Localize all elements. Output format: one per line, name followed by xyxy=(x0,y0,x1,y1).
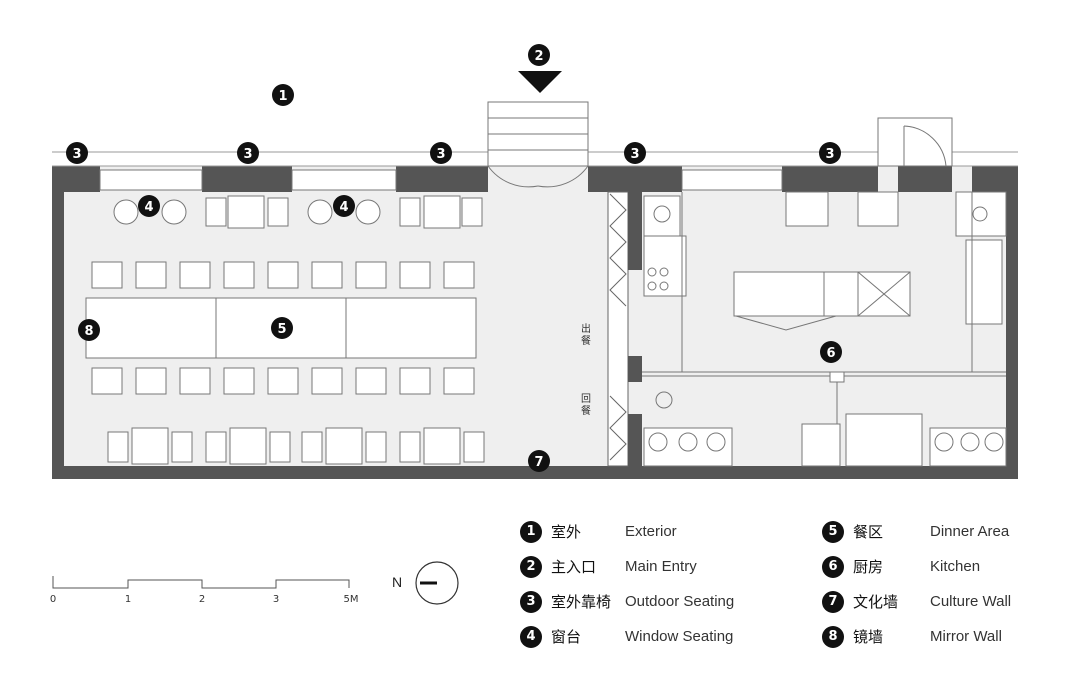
legend-en: Outdoor Seating xyxy=(625,593,735,610)
kitchen-fixtures xyxy=(642,191,1007,467)
badge-exterior: 1 xyxy=(272,84,294,106)
scale-tick-label: 1 xyxy=(125,594,131,605)
legend-number: 2 xyxy=(520,555,542,578)
svg-text:2: 2 xyxy=(534,49,543,64)
badge-window-1: 4 xyxy=(138,195,160,217)
legend-en: Mirror Wall xyxy=(930,628,1002,645)
legend-zh: 窗台 xyxy=(551,628,582,646)
legend-en: Dinner Area xyxy=(930,523,1010,540)
legend-en: Kitchen xyxy=(930,558,981,575)
north-label: N xyxy=(392,574,403,590)
west-wall xyxy=(52,166,64,479)
svg-text:3: 3 xyxy=(243,147,252,162)
badge-outdoor-1: 3 xyxy=(66,142,88,164)
legend-number: 7 xyxy=(822,590,844,613)
legend-number: 5 xyxy=(822,520,844,543)
kitchen-back-door xyxy=(877,117,953,167)
entry-steps xyxy=(487,101,589,167)
partition-wall xyxy=(607,191,642,467)
legend-item-exterior: 1 室外 Exterior xyxy=(520,514,734,549)
pass-out-label: 出餐 xyxy=(581,322,591,347)
legend-zh: 文化墙 xyxy=(853,593,899,611)
scale-tick-label: 0 xyxy=(50,594,56,605)
entry-arrow-icon xyxy=(518,71,562,93)
entry-doors xyxy=(487,165,589,188)
svg-text:3: 3 xyxy=(436,147,445,162)
scale-tick-label: 3 xyxy=(273,594,279,605)
legend-en: Main Entry xyxy=(625,558,697,575)
legend-item-culture-wall: 7 文化墙 Culture Wall xyxy=(822,584,1011,619)
floor-plan: 出餐 回餐 1 2 3 3 3 3 3 4 4 5 6 7 8 xyxy=(52,44,1018,479)
legend-item-dinner-area: 5 餐区 Dinner Area xyxy=(822,514,1011,549)
legend-zh: 主入口 xyxy=(551,558,597,576)
badge-mirror-wall: 8 xyxy=(78,319,100,341)
badge-outdoor-3: 3 xyxy=(430,142,452,164)
scale-tick-label: 2 xyxy=(199,594,205,605)
legend-item-mirror-wall: 8 镜墙 Mirror Wall xyxy=(822,619,1011,654)
badge-outdoor-2: 3 xyxy=(237,142,259,164)
badge-dining: 5 xyxy=(271,317,293,339)
legend-number: 4 xyxy=(520,625,542,648)
legend-right: 5 餐区 Dinner Area 6 厨房 Kitchen 7 文化墙 Culture Wa… xyxy=(822,514,1011,654)
windows xyxy=(99,169,783,191)
legend-number: 8 xyxy=(822,625,844,648)
legend-en: Window Seating xyxy=(625,628,734,645)
svg-text:7: 7 xyxy=(534,455,543,470)
badge-kitchen: 6 xyxy=(820,341,842,363)
svg-text:1: 1 xyxy=(278,89,287,104)
svg-text:8: 8 xyxy=(84,324,93,339)
legend-zh: 镜墙 xyxy=(853,628,884,646)
svg-text:3: 3 xyxy=(72,147,81,162)
legend-item-window-seating: 4 窗台 Window Seating xyxy=(520,619,734,654)
badge-main-entry: 2 xyxy=(528,44,550,66)
legend-number: 6 xyxy=(822,555,844,578)
legend-zh: 室外 xyxy=(551,523,582,541)
badge-culture-wall: 7 xyxy=(528,450,550,472)
svg-text:3: 3 xyxy=(825,147,834,162)
legend-zh: 餐区 xyxy=(853,523,884,541)
compass-icon xyxy=(415,561,459,605)
legend-zh: 厨房 xyxy=(853,558,884,576)
svg-text:4: 4 xyxy=(339,200,348,215)
north-indicator: N xyxy=(392,560,472,606)
legend-item-kitchen: 6 厨房 Kitchen xyxy=(822,549,1011,584)
legend-number: 3 xyxy=(520,590,542,613)
dining-furniture xyxy=(85,195,485,465)
svg-text:5: 5 xyxy=(277,322,286,337)
badge-outdoor-5: 3 xyxy=(819,142,841,164)
svg-text:6: 6 xyxy=(826,346,835,361)
badge-outdoor-4: 3 xyxy=(624,142,646,164)
scale-tick-label: 5M xyxy=(344,594,359,605)
scale-bar: 0 1 2 3 5M xyxy=(50,576,359,605)
south-wall xyxy=(52,466,1018,479)
svg-text:4: 4 xyxy=(144,200,153,215)
svg-text:3: 3 xyxy=(630,147,639,162)
legend-en: Exterior xyxy=(625,523,677,540)
legend-zh: 室外靠椅 xyxy=(551,593,612,611)
pass-back-label: 回餐 xyxy=(581,393,591,417)
legend-en: Culture Wall xyxy=(930,593,1012,610)
legend-item-main-entry: 2 主入口 Main Entry xyxy=(520,549,734,584)
legend-left: 1 室外 Exterior 2 主入口 Main Entry 3 室外靠椅 Outdoor … xyxy=(520,514,734,654)
north-wall xyxy=(52,166,1018,192)
legend-item-outdoor-seating: 3 室外靠椅 Outdoor Seating xyxy=(520,584,734,619)
badge-window-2: 4 xyxy=(333,195,355,217)
east-wall xyxy=(1006,166,1018,479)
legend-number: 1 xyxy=(520,520,542,543)
